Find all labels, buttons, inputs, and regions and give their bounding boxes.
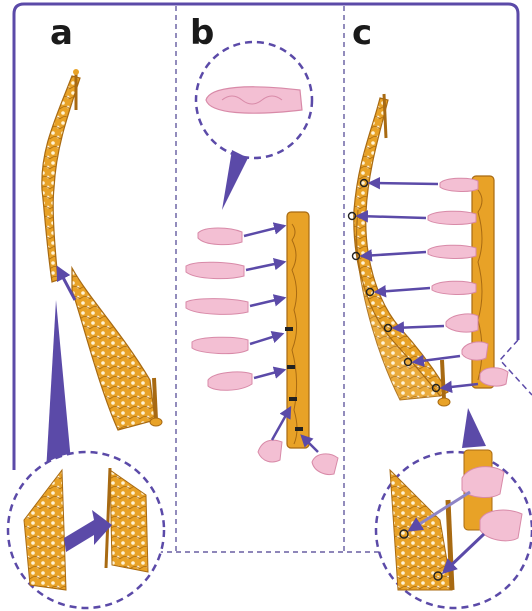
panel-c-dashed-callout bbox=[500, 340, 532, 395]
panel-b-zoom-pointer bbox=[222, 150, 248, 210]
panel-c-pink-treads bbox=[428, 178, 508, 386]
panel-b-pink-treads bbox=[186, 228, 338, 475]
panel-a-zoom-pointer bbox=[46, 300, 72, 472]
panel-a-lower-railing bbox=[72, 268, 162, 430]
zoom-circle-b bbox=[196, 42, 312, 158]
panel-a-upper-railing bbox=[42, 69, 80, 282]
zoom-circle-a bbox=[8, 452, 164, 608]
panel-c-zoom-pointer bbox=[462, 408, 486, 448]
zoom-circle-c bbox=[376, 450, 532, 608]
